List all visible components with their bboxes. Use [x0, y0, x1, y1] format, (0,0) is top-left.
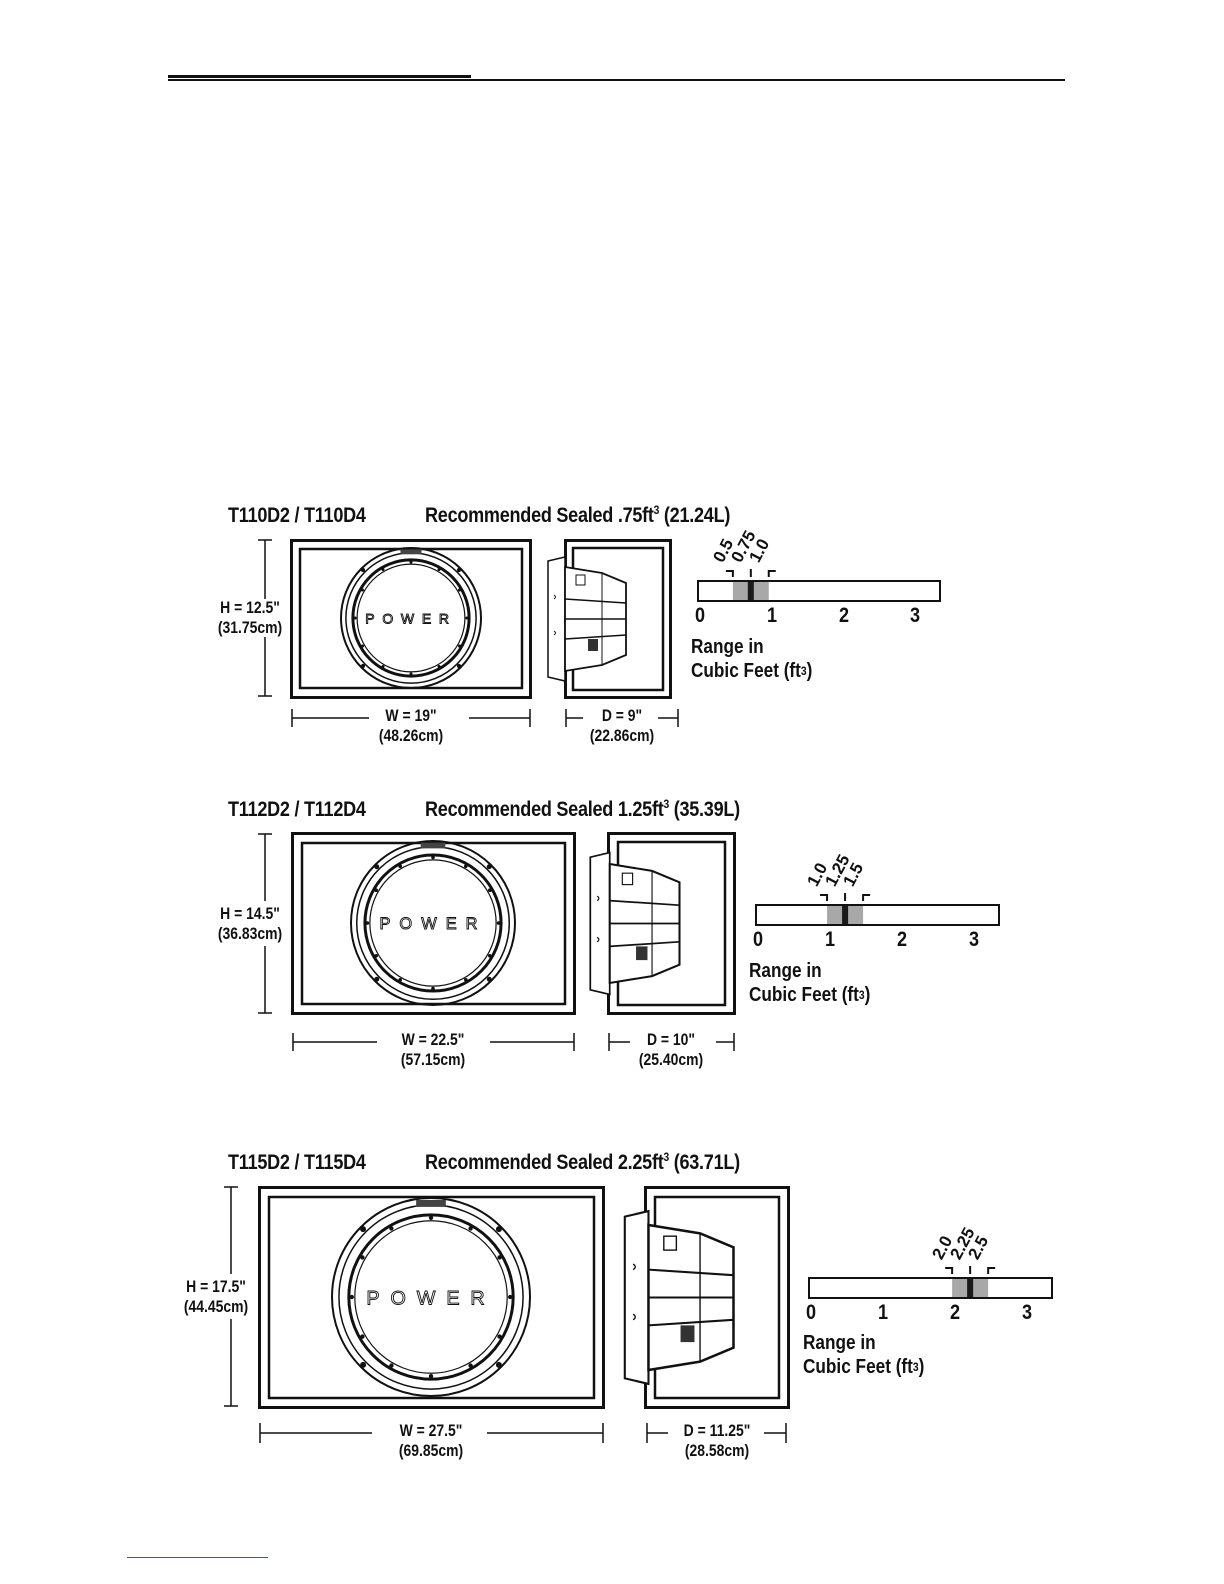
volume-range-bar	[755, 893, 1000, 926]
depth-label: D = 10"(25.40cm)	[638, 1030, 704, 1069]
range-caption: Range in Cubic Feet (ft3)	[749, 960, 871, 1006]
svg-text:POWER: POWER	[365, 610, 456, 626]
depth-label: D = 9"(22.86cm)	[589, 706, 655, 745]
enclosure-side-view	[623, 1186, 790, 1409]
depth-dimension-line	[646, 1423, 787, 1443]
height-dimension-line	[224, 1186, 238, 1407]
axis-tick-label: 1	[878, 1301, 889, 1324]
recommended-mark	[747, 582, 754, 600]
axis-tick-label: 3	[1022, 1301, 1033, 1324]
width-dimension-line	[292, 1033, 575, 1051]
range-caption: Range in Cubic Feet (ft3)	[803, 1332, 925, 1378]
header-rule	[168, 79, 1065, 81]
volume-range-bar	[808, 1266, 1053, 1299]
woofer-icon: POWER	[331, 1197, 531, 1397]
enclosure-front-view: POWER	[258, 1186, 605, 1409]
axis-tick-label: 3	[910, 604, 921, 627]
woofer-side-profile-icon	[547, 556, 627, 682]
recommended-volume: Recommended Sealed 1.25ft3 (35.39L)	[425, 797, 740, 821]
svg-text:POWER: POWER	[379, 915, 486, 933]
axis-tick-label: 3	[969, 928, 980, 951]
height-label: H = 17.5"(44.45cm)	[183, 1277, 249, 1316]
axis-tick-label: 0	[806, 1301, 817, 1324]
enclosure-side-view	[589, 832, 736, 1015]
model-title: T112D2 / T112D4	[228, 798, 366, 821]
recommended-volume: Recommended Sealed .75ft3 (21.24L)	[425, 503, 731, 527]
recommended-volume: Recommended Sealed 2.25ft3 (63.71L)	[425, 1150, 740, 1174]
woofer-icon: POWER	[340, 547, 482, 689]
height-dimension-line	[258, 833, 272, 1014]
axis-tick-label: 0	[695, 604, 706, 627]
enclosure-front-view: POWER	[290, 539, 532, 699]
recommended-mark	[967, 1279, 974, 1297]
width-dimension-line	[259, 1423, 604, 1443]
depth-dimension-line	[608, 1033, 735, 1051]
svg-text:POWER: POWER	[366, 1287, 495, 1309]
model-title: T115D2 / T115D4	[228, 1151, 366, 1174]
volume-range-bar	[697, 569, 941, 602]
axis-tick-label: 0	[753, 928, 764, 951]
depth-dimension-line	[565, 709, 679, 727]
woofer-side-profile-icon	[589, 851, 681, 996]
width-label: W = 19"(48.26cm)	[378, 706, 444, 745]
height-dimension-line	[258, 539, 272, 697]
width-label: W = 22.5"(57.15cm)	[400, 1030, 466, 1069]
width-dimension-line	[291, 709, 531, 727]
enclosure-side-view	[547, 539, 672, 699]
axis-tick-label: 1	[766, 604, 777, 627]
axis-tick-label: 2	[950, 1301, 961, 1324]
axis-tick-label: 1	[825, 928, 836, 951]
woofer-icon: POWER	[350, 840, 516, 1006]
axis-tick-label: 2	[838, 604, 849, 627]
woofer-side-profile-icon	[623, 1209, 735, 1386]
height-label: H = 14.5"(36.83cm)	[217, 904, 283, 943]
recommended-mark	[842, 906, 849, 924]
range-caption: Range in Cubic Feet (ft3)	[691, 636, 813, 682]
depth-label: D = 11.25"(28.58cm)	[683, 1421, 751, 1460]
enclosure-front-view: POWER	[291, 832, 576, 1015]
model-title: T110D2 / T110D4	[228, 504, 366, 527]
axis-tick-label: 2	[897, 928, 908, 951]
width-label: W = 27.5"(69.85cm)	[398, 1421, 464, 1460]
footer-rule	[127, 1557, 268, 1558]
header-rule-thick	[168, 75, 471, 78]
height-label: H = 12.5"(31.75cm)	[217, 598, 283, 637]
